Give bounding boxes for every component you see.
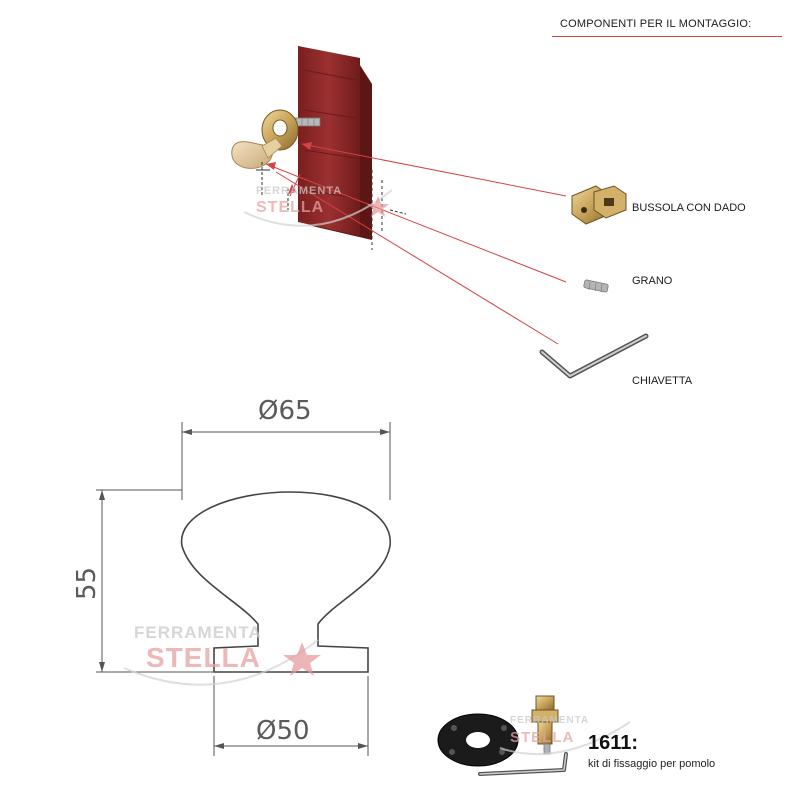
bushing-nut-icon (571, 185, 627, 225)
dimension-lines (96, 422, 391, 756)
dimension-top-diameter: Ø65 (258, 396, 312, 426)
fixing-kit-bushing (531, 695, 559, 755)
leader-lines (265, 143, 567, 345)
watermark-stars (283, 196, 389, 676)
title-underline (552, 36, 782, 37)
fixing-kit-flange (437, 713, 519, 767)
kit-description: kit di fissaggio per pomolo (588, 758, 716, 770)
dimension-arrowheads (99, 429, 390, 749)
rosette (261, 109, 299, 151)
allen-key-icon (539, 333, 649, 379)
wood-panel (298, 46, 372, 240)
knob-profile-drawing (180, 491, 391, 673)
page-title: COMPONENTI PER IL MONTAGGIO: (560, 18, 752, 30)
fixing-kit-key (478, 752, 568, 776)
component-label-chiavetta: CHIAVETTA (632, 375, 693, 387)
kit-code: 1611: (588, 732, 639, 754)
component-label-grano: GRANO (632, 275, 673, 287)
dimension-base-diameter: Ø50 (256, 716, 310, 746)
component-label-bussola: BUSSOLA CON DADO (632, 202, 746, 214)
dimension-height: 55 (72, 566, 102, 600)
leader-arrowheads (266, 142, 312, 194)
watermark-swooshes (123, 189, 631, 755)
knob (231, 137, 283, 169)
grub-screw-icon (583, 279, 609, 293)
